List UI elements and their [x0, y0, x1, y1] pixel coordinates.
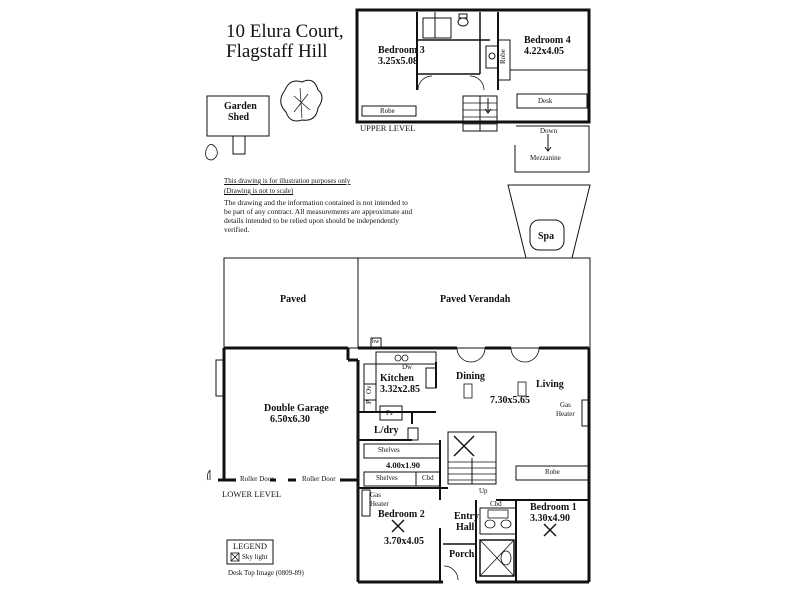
bedroom4-size: 4.22x4.05 — [524, 46, 564, 57]
living-heater-line1: Gas — [560, 401, 571, 409]
garden-shed-line1: Garden — [224, 101, 257, 112]
bedroom1-size: 3.30x4.90 — [530, 513, 570, 524]
store-size: 4.00x1.90 — [386, 460, 420, 470]
upper-level-plan — [355, 8, 591, 173]
garage-size: 6.50x6.30 — [270, 414, 310, 425]
bedroom1-robe: Robe — [545, 468, 560, 476]
fs-label: Fs — [386, 409, 393, 417]
footer-credit: Desk Top Image (0809-89) — [228, 569, 304, 577]
up-label: Up — [479, 487, 488, 495]
legend-title: LEGEND — [233, 541, 267, 551]
lower-level-label: LOWER LEVEL — [222, 489, 282, 499]
entry-line2: Hall — [456, 522, 475, 533]
kitchen-size: 3.32x2.85 — [380, 384, 420, 395]
verandah-label: Paved Verandah — [440, 294, 511, 305]
legend-skylight: Sky light — [242, 553, 268, 561]
bedroom1-name: Bedroom 1 — [530, 502, 577, 513]
garden-shed-line2: Shed — [228, 112, 250, 123]
upper-level-label: UPPER LEVEL — [360, 123, 416, 133]
property-title-line1: 10 Elura Court, — [226, 21, 344, 42]
bedroom4-name: Bedroom 4 — [524, 35, 571, 46]
dining-label: Dining — [456, 371, 485, 382]
laundry-label: L/dry — [374, 425, 399, 436]
disclaimer-line2: (Drawing is not to scale) — [224, 187, 294, 195]
disclaimer-line1: This drawing is for illustration purpose… — [224, 177, 351, 185]
kitchen-name: Kitchen — [380, 373, 414, 384]
property-title-line2: Flagstaff Hill — [226, 41, 328, 62]
bedroom3-name: Bedroom 3 — [378, 45, 425, 56]
bedroom2-name: Bedroom 2 — [378, 509, 425, 520]
desk-label: Desk — [538, 97, 553, 105]
hw-label: hw — [372, 339, 380, 345]
dw-label: Dw — [402, 363, 413, 371]
bedroom3-robe: Robe — [380, 107, 395, 115]
roller-door-2: Roller Door — [302, 475, 336, 483]
mezzanine-label: Mezzanine — [530, 154, 561, 162]
bedroom2-size: 3.70x4.05 — [384, 536, 424, 547]
oven-label: Ov — [365, 385, 373, 394]
spa-label: Spa — [538, 231, 555, 242]
legend-box — [226, 539, 274, 565]
roller-door-1: Roller Door — [240, 475, 274, 483]
living-name: Living — [536, 379, 564, 390]
garage-name: Double Garage — [264, 403, 329, 414]
disclaimer-body: The drawing and the information containe… — [224, 198, 413, 235]
garden-shed-outline — [205, 79, 323, 161]
porch-label: Porch — [449, 549, 475, 560]
bed2-heater-line1: Gas — [370, 491, 381, 499]
shelves-top: Shelves — [378, 446, 400, 454]
living-heater-line2: Heater — [556, 410, 575, 418]
spa-outline — [507, 184, 591, 259]
shelves-bottom: Shelves — [376, 474, 398, 482]
entry-line1: Entry — [454, 511, 479, 522]
bedroom4-robe: Robe — [499, 49, 507, 64]
living-size: 7.30x5.65 — [490, 395, 530, 406]
bed2-heater-line2: Heater — [370, 500, 389, 508]
down-label: Down — [540, 127, 558, 135]
bedroom3-size: 3.25x5.08 — [378, 56, 418, 67]
cbd-label: Cbd — [422, 474, 434, 482]
pantry-label: P — [365, 400, 373, 404]
cbd2-label: Cbd — [490, 500, 502, 508]
lower-level-plan — [207, 257, 591, 584]
paved-label: Paved — [280, 294, 307, 305]
